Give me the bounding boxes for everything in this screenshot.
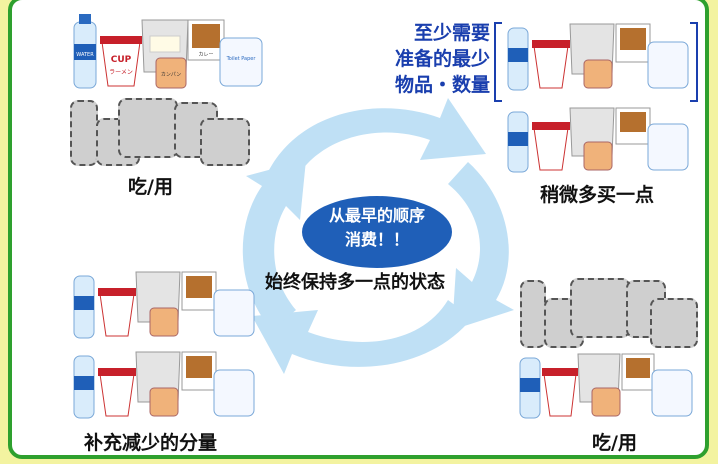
minimum-line-2: 准备的最少 [394, 48, 490, 70]
supplies-top-left: WATER CUP ラーメン カンパン カレー Toilet Paper [73, 14, 263, 89]
cup-noodle-icon: CUP ラーメン [100, 36, 142, 87]
ghost-supply-3 [118, 98, 178, 158]
center-ellipse [302, 196, 452, 268]
supplies-top-right-1 [507, 23, 689, 91]
arrow-left-icon [242, 160, 306, 330]
label-buy-more: 稍微多买一点 [540, 184, 655, 206]
label-replenish: 补充减少的分量 [84, 432, 218, 454]
supplies-bottom-right [519, 353, 693, 419]
minimum-line-3: 物品・数量 [394, 74, 490, 96]
cup-label: CUP [111, 55, 132, 65]
bracket-left [494, 22, 502, 102]
ramen-label: ラーメン [109, 69, 133, 76]
curry-label: カレー [198, 52, 213, 58]
toilet-paper-icon: Toilet Paper [219, 37, 263, 87]
ghost-supply-10 [650, 298, 698, 348]
water-bottle-icon: WATER [73, 14, 97, 89]
supplies-bottom-left-2 [73, 351, 255, 419]
bracket-right [690, 22, 698, 102]
label-eat-use-top: 吃/用 [128, 176, 173, 198]
bread-label: カンパン [161, 72, 181, 78]
center-ellipse-text: 从最早的顺序 消费！！ [302, 204, 452, 252]
ghost-supply-5 [200, 118, 250, 166]
center-caption: 始终保持多一点的状态 [265, 272, 445, 293]
toilet-label: Toilet Paper [226, 56, 257, 62]
center-line-1: 从最早的顺序 [328, 206, 425, 225]
ghost-supply-1 [70, 100, 98, 166]
ghost-supply-6 [520, 280, 546, 348]
arrow-right-icon [448, 162, 514, 330]
center-line-2: 消费！！ [344, 230, 409, 249]
supplies-top-right-2 [507, 107, 689, 173]
water-label: WATER [76, 52, 94, 58]
supplies-bottom-left-1 [73, 271, 255, 339]
minimum-line-1: 至少需要 [413, 22, 490, 44]
minimum-label: 至少需要 准备的最少 物品・数量 [372, 20, 490, 98]
ghost-supply-8 [570, 278, 630, 338]
curry-box-icon: カレー [187, 19, 225, 61]
label-eat-use-bottom: 吃/用 [592, 432, 637, 454]
arrow-bottom-icon [252, 300, 472, 374]
canned-bread-icon: カンパン [155, 57, 187, 89]
arrow-top-icon [268, 98, 486, 186]
